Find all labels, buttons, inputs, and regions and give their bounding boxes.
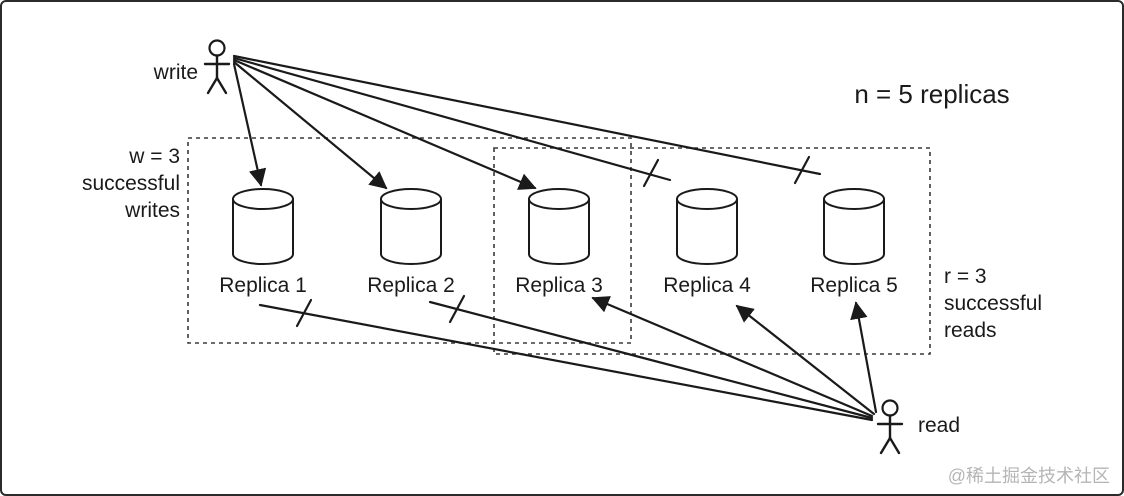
- write-quorum-label-line1: w = 3: [128, 145, 180, 168]
- read-quorum-label: r = 3 successful reads: [944, 265, 1042, 342]
- read-line-replica-2-failed: [428, 300, 874, 420]
- replica-3: Replica 3: [515, 188, 603, 297]
- read-quorum-label-line1: r = 3: [944, 265, 987, 288]
- write-quorum-box: [187, 137, 632, 344]
- read-quorum-label-line2: successful: [944, 292, 1042, 315]
- write-arrow-replica-2: [232, 60, 388, 190]
- write-connections: [232, 54, 822, 190]
- replica-4: Replica 4: [663, 188, 751, 297]
- database-cylinder-icon: [528, 188, 590, 265]
- write-quorum-label-line2: successful: [82, 172, 180, 195]
- replica-5-label: Replica 5: [810, 274, 898, 297]
- write-line-replica-4-failed: [232, 56, 672, 182]
- write-quorum-label-line3: writes: [124, 199, 180, 222]
- write-user-icon: [203, 39, 231, 95]
- replica-count-label: n = 5 replicas: [854, 79, 1009, 109]
- write-arrow-replica-3: [232, 58, 537, 190]
- read-line-replica-1-failed: [258, 303, 874, 422]
- replica-2: Replica 2: [367, 188, 455, 297]
- failed-read-x-icon: [295, 298, 313, 328]
- read-arrow-replica-3: [591, 296, 874, 418]
- read-quorum-label-line3: reads: [944, 319, 997, 342]
- write-arrow-replica-1: [232, 62, 267, 187]
- write-actor-label: write: [153, 61, 198, 84]
- replica-3-label: Replica 3: [515, 274, 603, 297]
- read-quorum-box: [493, 147, 931, 355]
- read-connections: [258, 294, 878, 422]
- read-arrow-replica-5: [850, 301, 878, 414]
- database-cylinder-icon: [380, 188, 442, 265]
- replica-4-label: Replica 4: [663, 274, 751, 297]
- failed-read-x-icon: [448, 294, 466, 324]
- replica-2-label: Replica 2: [367, 274, 455, 297]
- read-user-icon: [876, 399, 904, 455]
- write-line-replica-5-failed: [232, 54, 822, 176]
- database-cylinder-icon: [232, 188, 294, 265]
- read-arrow-replica-4: [735, 304, 876, 416]
- database-cylinder-icon: [676, 188, 738, 265]
- watermark: @稀土掘金技术社区: [947, 466, 1110, 486]
- write-quorum-label: w = 3 successful writes: [82, 145, 180, 222]
- database-cylinder-icon: [823, 188, 885, 265]
- replica-1-label: Replica 1: [219, 274, 307, 297]
- failed-write-x-icon: [642, 158, 660, 188]
- replica-5: Replica 5: [810, 188, 898, 297]
- read-actor-label: read: [918, 414, 960, 437]
- failed-write-x-icon: [793, 155, 811, 185]
- replica-1: Replica 1: [219, 188, 307, 297]
